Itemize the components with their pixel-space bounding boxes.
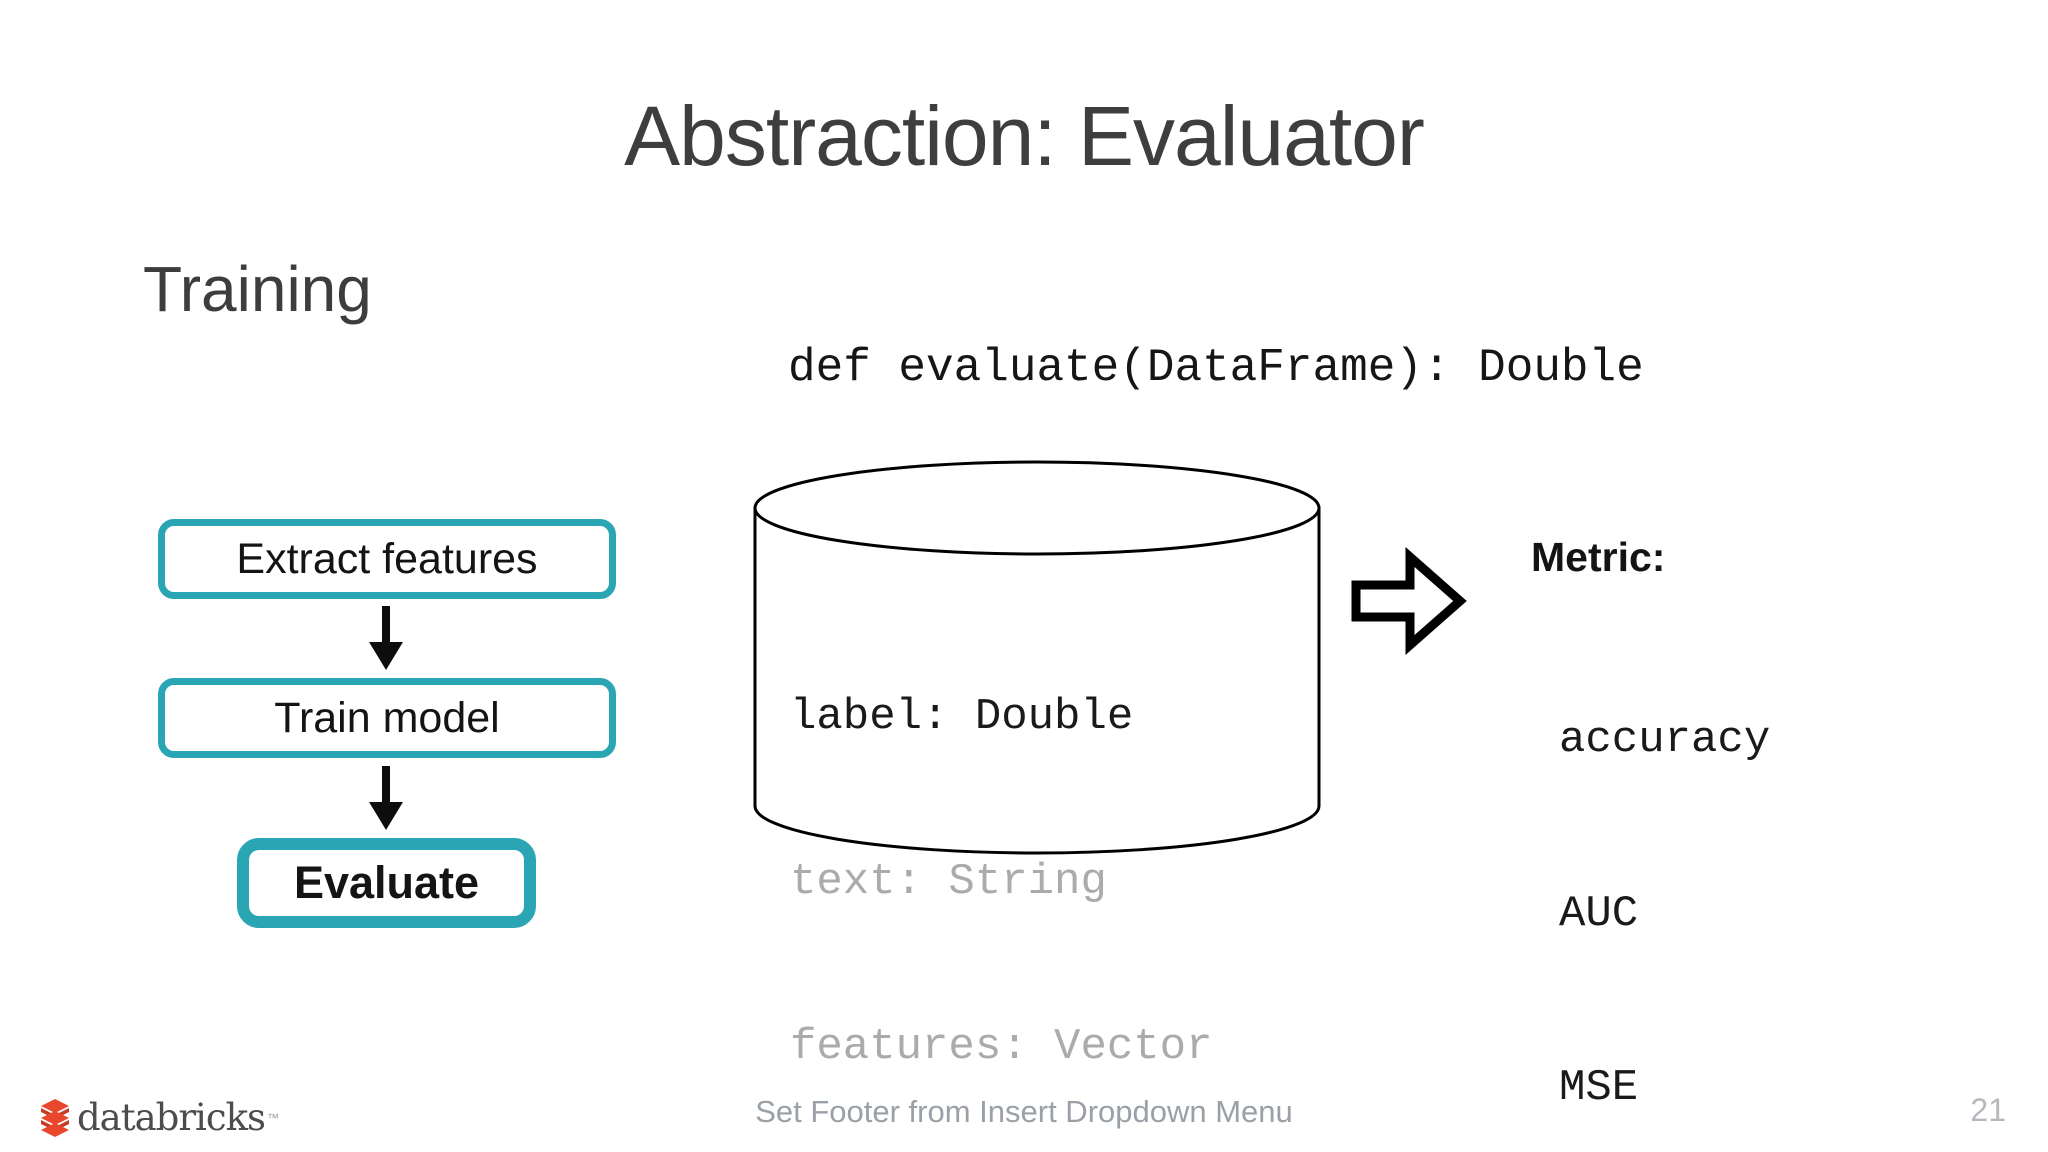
pipeline-step-evaluate: Evaluate: [237, 838, 536, 928]
databricks-wordmark: databricks: [77, 1096, 266, 1139]
pipeline-step-label: Evaluate: [293, 857, 480, 908]
dataframe-field: text: String: [790, 857, 1107, 907]
dataframe-cylinder: label: Double text: String features: Vec…: [752, 458, 1322, 1072]
metric-item: MSE: [1559, 1063, 1639, 1113]
cylinder-shape: [753, 460, 1321, 855]
down-arrow-icon: [369, 606, 403, 670]
right-block-arrow-icon: [1351, 547, 1467, 655]
slide-title: Abstraction: Evaluator: [624, 89, 1425, 183]
dataframe-field: label: Double: [790, 692, 1134, 742]
section-label-training: Training: [143, 253, 372, 325]
pipeline-step-extract-features: Extract features: [158, 519, 616, 599]
dataframe-field: features: Vector: [790, 1022, 1213, 1072]
metric-item: AUC: [1559, 889, 1639, 939]
databricks-logo: databricks ™: [38, 1096, 279, 1139]
metric-items-list: accuracy AUC MSE ...: [1559, 595, 1770, 1152]
metric-block: Metric: accuracy AUC MSE ...: [1531, 534, 1770, 1152]
metric-heading: Metric:: [1531, 534, 1666, 580]
evaluate-method-signature: def evaluate(DataFrame): Double: [788, 342, 1644, 394]
pipeline-step-label: Train model: [274, 693, 500, 742]
pipeline-step-label: Extract features: [236, 534, 538, 583]
down-arrow-icon: [369, 766, 403, 830]
databricks-bricks-icon: [41, 1098, 69, 1137]
footer-placeholder-text: Set Footer from Insert Dropdown Menu: [755, 1094, 1293, 1129]
pipeline-step-train-model: Train model: [158, 678, 616, 758]
metric-item: accuracy: [1559, 715, 1771, 765]
dataframe-schema-list: label: Double text: String features: Vec…: [790, 580, 1265, 1152]
page-number: 21: [1970, 1092, 2006, 1128]
trademark-symbol: ™: [267, 1110, 280, 1125]
